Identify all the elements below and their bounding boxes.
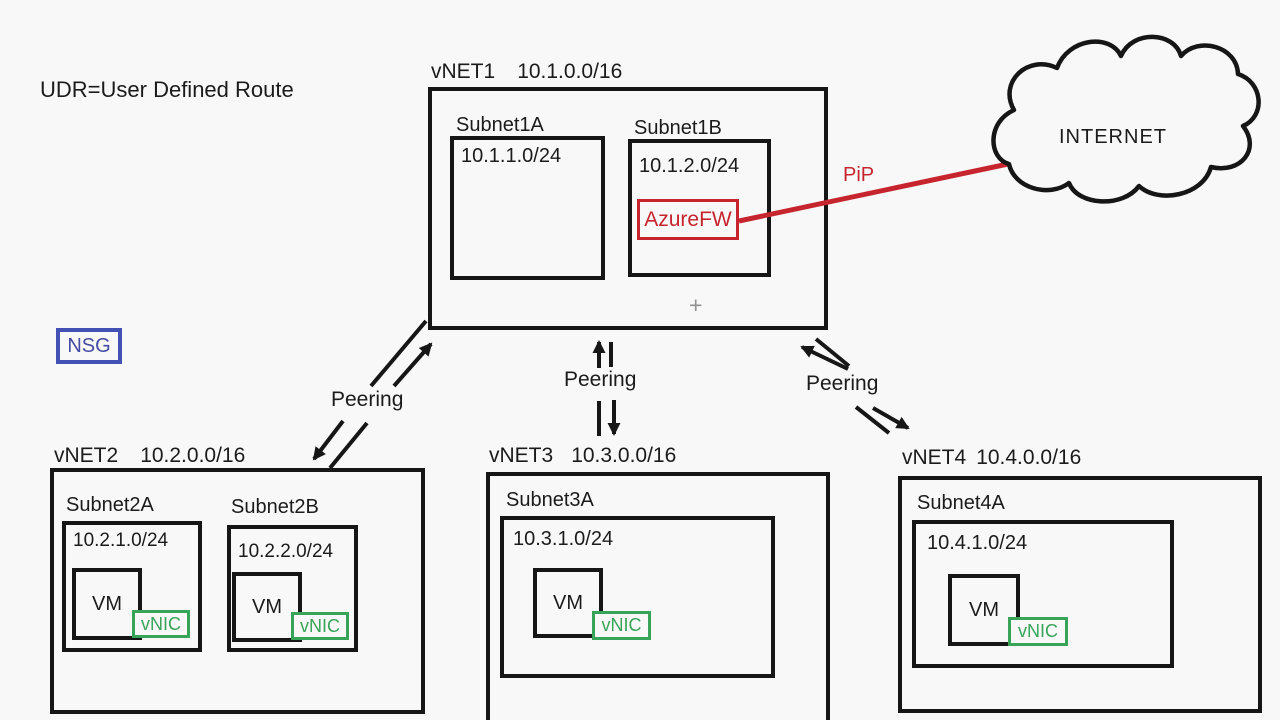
vnet4-name: vNET4 <box>902 446 967 469</box>
subnet3a-box: 10.3.1.0/24 <box>500 516 775 678</box>
vnet3-cidr: 10.3.0.0/16 <box>571 444 677 467</box>
subnet1b-box: 10.1.2.0/24 <box>628 139 771 277</box>
subnet4a-cidr: 10.4.1.0/24 <box>927 532 1028 554</box>
vnet4-cidr: 10.4.0.0/16 <box>976 446 1082 469</box>
vnic-box: vNIC <box>1008 617 1068 646</box>
vnet4-box <box>898 476 1262 713</box>
pip-connection-line <box>738 161 1009 224</box>
subnet2b-label: Subnet2B <box>231 496 319 518</box>
peering-label-vnet4: Peering <box>806 372 879 395</box>
vm-box: VM <box>232 572 302 642</box>
vnic-box: vNIC <box>291 612 349 640</box>
subnet3a-cidr: 10.3.1.0/24 <box>513 528 614 550</box>
vnic-label: vNIC <box>141 613 181 634</box>
subnet2a-cidr: 10.2.1.0/24 <box>73 530 169 551</box>
vm-box: VM <box>72 568 142 640</box>
subnet3a-label: Subnet3A <box>506 489 594 511</box>
subnet2b-cidr: 10.2.2.0/24 <box>238 541 334 562</box>
vm-box: VM <box>533 568 603 638</box>
subnet4a-label: Subnet4A <box>917 492 1005 514</box>
crosshair-cursor: + <box>689 292 703 318</box>
subnet1a-label: Subnet1A <box>456 114 544 136</box>
subnet1a-cidr: 10.1.1.0/24 <box>461 145 562 167</box>
subnet4a-box: 10.4.1.0/24 <box>912 520 1174 668</box>
subnet1b-cidr: 10.1.2.0/24 <box>639 155 740 177</box>
subnet1a-box: 10.1.1.0/24 <box>450 136 605 280</box>
peering-arrows-vnet4 <box>800 337 910 435</box>
peering-arrows-vnet3 <box>592 340 621 436</box>
azure-firewall-box: AzureFW <box>637 199 739 240</box>
vnet2-box <box>50 468 425 714</box>
vnet1-label: vNET1 10.1.0.0/16 <box>431 60 622 84</box>
vnet1-name: vNET1 <box>431 60 496 83</box>
subnet2a-label: Subnet2A <box>66 494 154 516</box>
vnet3-label: vNET3 10.3.0.0/16 <box>489 444 676 468</box>
vm-label: VM <box>553 591 583 614</box>
vnic-box: vNIC <box>592 611 651 640</box>
vm-label: VM <box>969 598 999 621</box>
vnic-box: vNIC <box>132 610 190 638</box>
pip-label: PiP <box>843 164 875 186</box>
udr-legend-note: UDR=User Defined Route <box>40 77 294 102</box>
subnet2b-box: 10.2.2.0/24 <box>227 525 358 652</box>
subnet1b-label: Subnet1B <box>634 117 722 139</box>
vnet3-box <box>486 472 830 720</box>
vnet2-cidr: 10.2.0.0/16 <box>140 444 246 467</box>
vnic-label: vNIC <box>1018 621 1058 641</box>
vnic-label: vNIC <box>601 615 642 635</box>
nsg-box: NSG <box>56 328 122 364</box>
subnet2a-box: 10.2.1.0/24 <box>62 521 202 652</box>
peering-arrows-vnet2 <box>312 319 433 470</box>
vnet4-label: vNET4 10.4.0.0/16 <box>902 446 1081 470</box>
internet-cloud <box>991 34 1261 204</box>
vnet2-label: vNET2 10.2.0.0/16 <box>54 444 245 468</box>
vnet2-name: vNET2 <box>54 444 119 467</box>
vm-label: VM <box>252 595 282 618</box>
vnet3-name: vNET3 <box>489 444 554 467</box>
vnet1-cidr: 10.1.0.0/16 <box>517 60 623 83</box>
peering-label-vnet2: Peering <box>331 388 404 411</box>
vnic-label: vNIC <box>300 615 340 636</box>
vnet1-box <box>428 87 828 330</box>
vm-label: VM <box>92 592 122 615</box>
peering-label-vnet3: Peering <box>564 368 637 391</box>
internet-label: INTERNET <box>1059 126 1167 148</box>
